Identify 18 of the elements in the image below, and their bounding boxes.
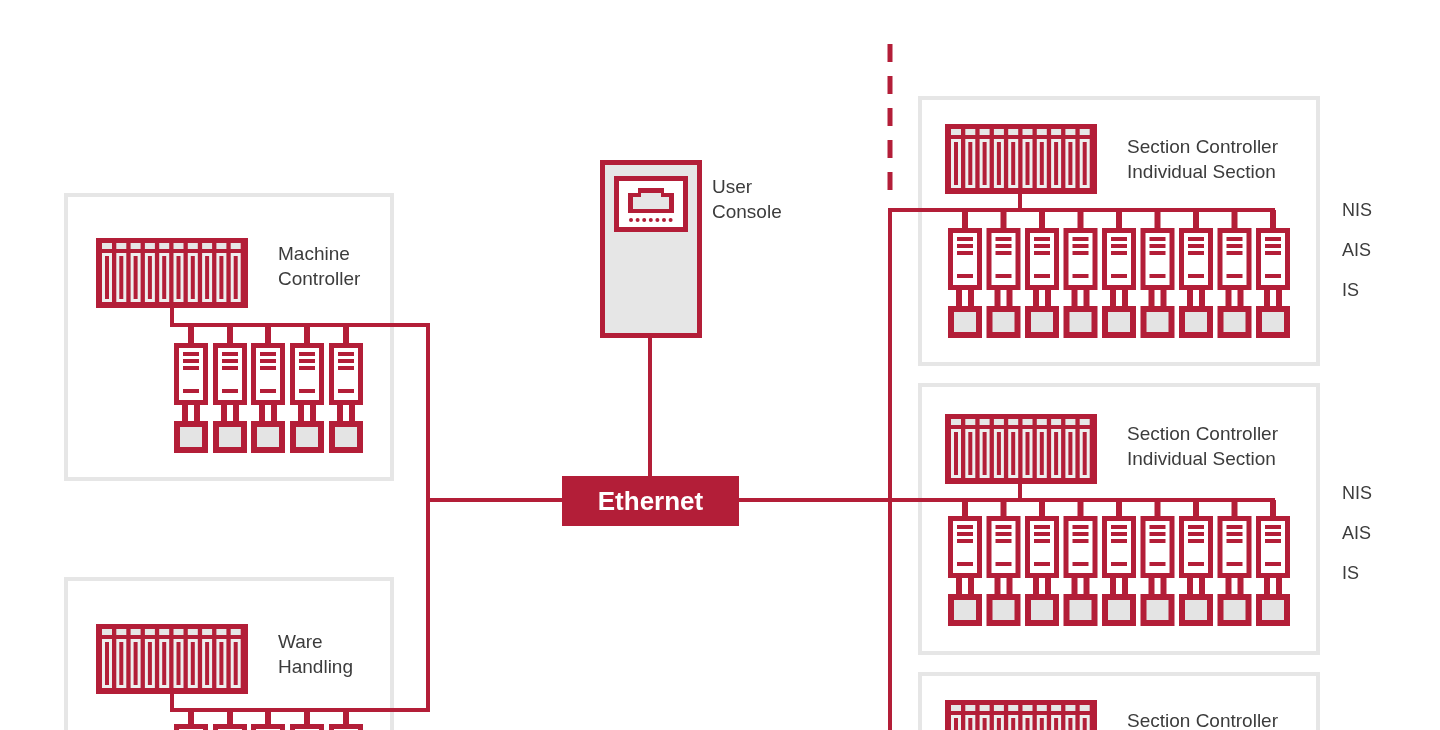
device-label: User Console <box>712 175 783 224</box>
panel-label: Section Controller <box>1127 709 1280 730</box>
signal-label: NIS <box>1342 482 1372 504</box>
signal-label: AIS <box>1342 239 1371 261</box>
signal-label: IS <box>1342 562 1359 584</box>
panel <box>918 383 1320 655</box>
panel-label: Machine Controller <box>278 242 362 291</box>
panel <box>918 96 1320 366</box>
network-bus-label: Ethernet <box>562 476 739 526</box>
panel <box>64 577 394 730</box>
network-cable <box>648 338 652 476</box>
panel <box>64 193 394 481</box>
signal-label: AIS <box>1342 522 1371 544</box>
panel-label: Section Controller Individual Section <box>1127 422 1280 471</box>
signal-label: IS <box>1342 279 1359 301</box>
signal-label: NIS <box>1342 199 1372 221</box>
panel-label: Section Controller Individual Section <box>1127 135 1280 184</box>
panel-label: Ware Handling <box>278 630 354 679</box>
